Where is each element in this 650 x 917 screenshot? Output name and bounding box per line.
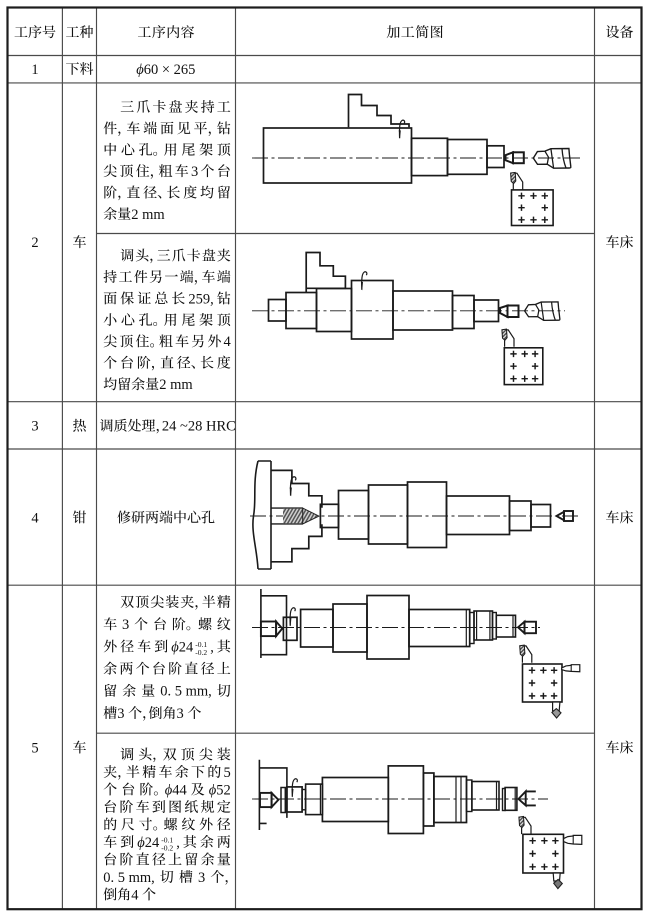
svg-text:5: 5 [224, 765, 231, 781]
svg-text:3: 3 [122, 617, 129, 633]
svg-text:3: 3 [198, 870, 205, 886]
svg-text:0. 5 mm,: 0. 5 mm, [160, 684, 212, 700]
svg-text:24 ~28 HRC: 24 ~28 HRC [162, 419, 236, 435]
svg-text:24: 24 [179, 639, 194, 655]
svg-text:4: 4 [224, 334, 232, 350]
svg-text:3: 3 [177, 706, 184, 722]
svg-text:2 mm: 2 mm [159, 377, 193, 393]
svg-text:259,: 259, [188, 291, 213, 307]
svg-text:,: , [176, 835, 180, 851]
svg-text:2: 2 [31, 235, 38, 251]
svg-text:ϕ: ϕ [209, 782, 217, 798]
svg-text:3: 3 [117, 706, 124, 722]
svg-text:4: 4 [131, 887, 139, 903]
svg-text:44: 44 [172, 782, 187, 798]
svg-text:-0.1: -0.1 [161, 835, 173, 844]
svg-text:-0.2: -0.2 [195, 648, 207, 657]
svg-text:ϕ: ϕ [136, 62, 144, 78]
svg-text:4: 4 [31, 510, 39, 526]
svg-text:1: 1 [31, 62, 38, 78]
svg-text:-0.1: -0.1 [195, 640, 207, 649]
svg-text:ϕ: ϕ [165, 782, 173, 798]
svg-text:3: 3 [31, 419, 38, 435]
svg-text:2 mm: 2 mm [131, 207, 165, 223]
svg-text:3: 3 [191, 164, 198, 180]
svg-text:-0.2: -0.2 [161, 843, 173, 852]
svg-text:60 × 265: 60 × 265 [144, 62, 196, 78]
svg-text:5: 5 [31, 740, 38, 756]
svg-text:ϕ: ϕ [137, 835, 145, 851]
svg-text:,: , [210, 639, 214, 655]
svg-text:24: 24 [145, 835, 160, 851]
svg-text:52: 52 [216, 782, 231, 798]
svg-text:ϕ: ϕ [171, 639, 179, 655]
svg-text:0. 5 mm,: 0. 5 mm, [103, 870, 155, 886]
